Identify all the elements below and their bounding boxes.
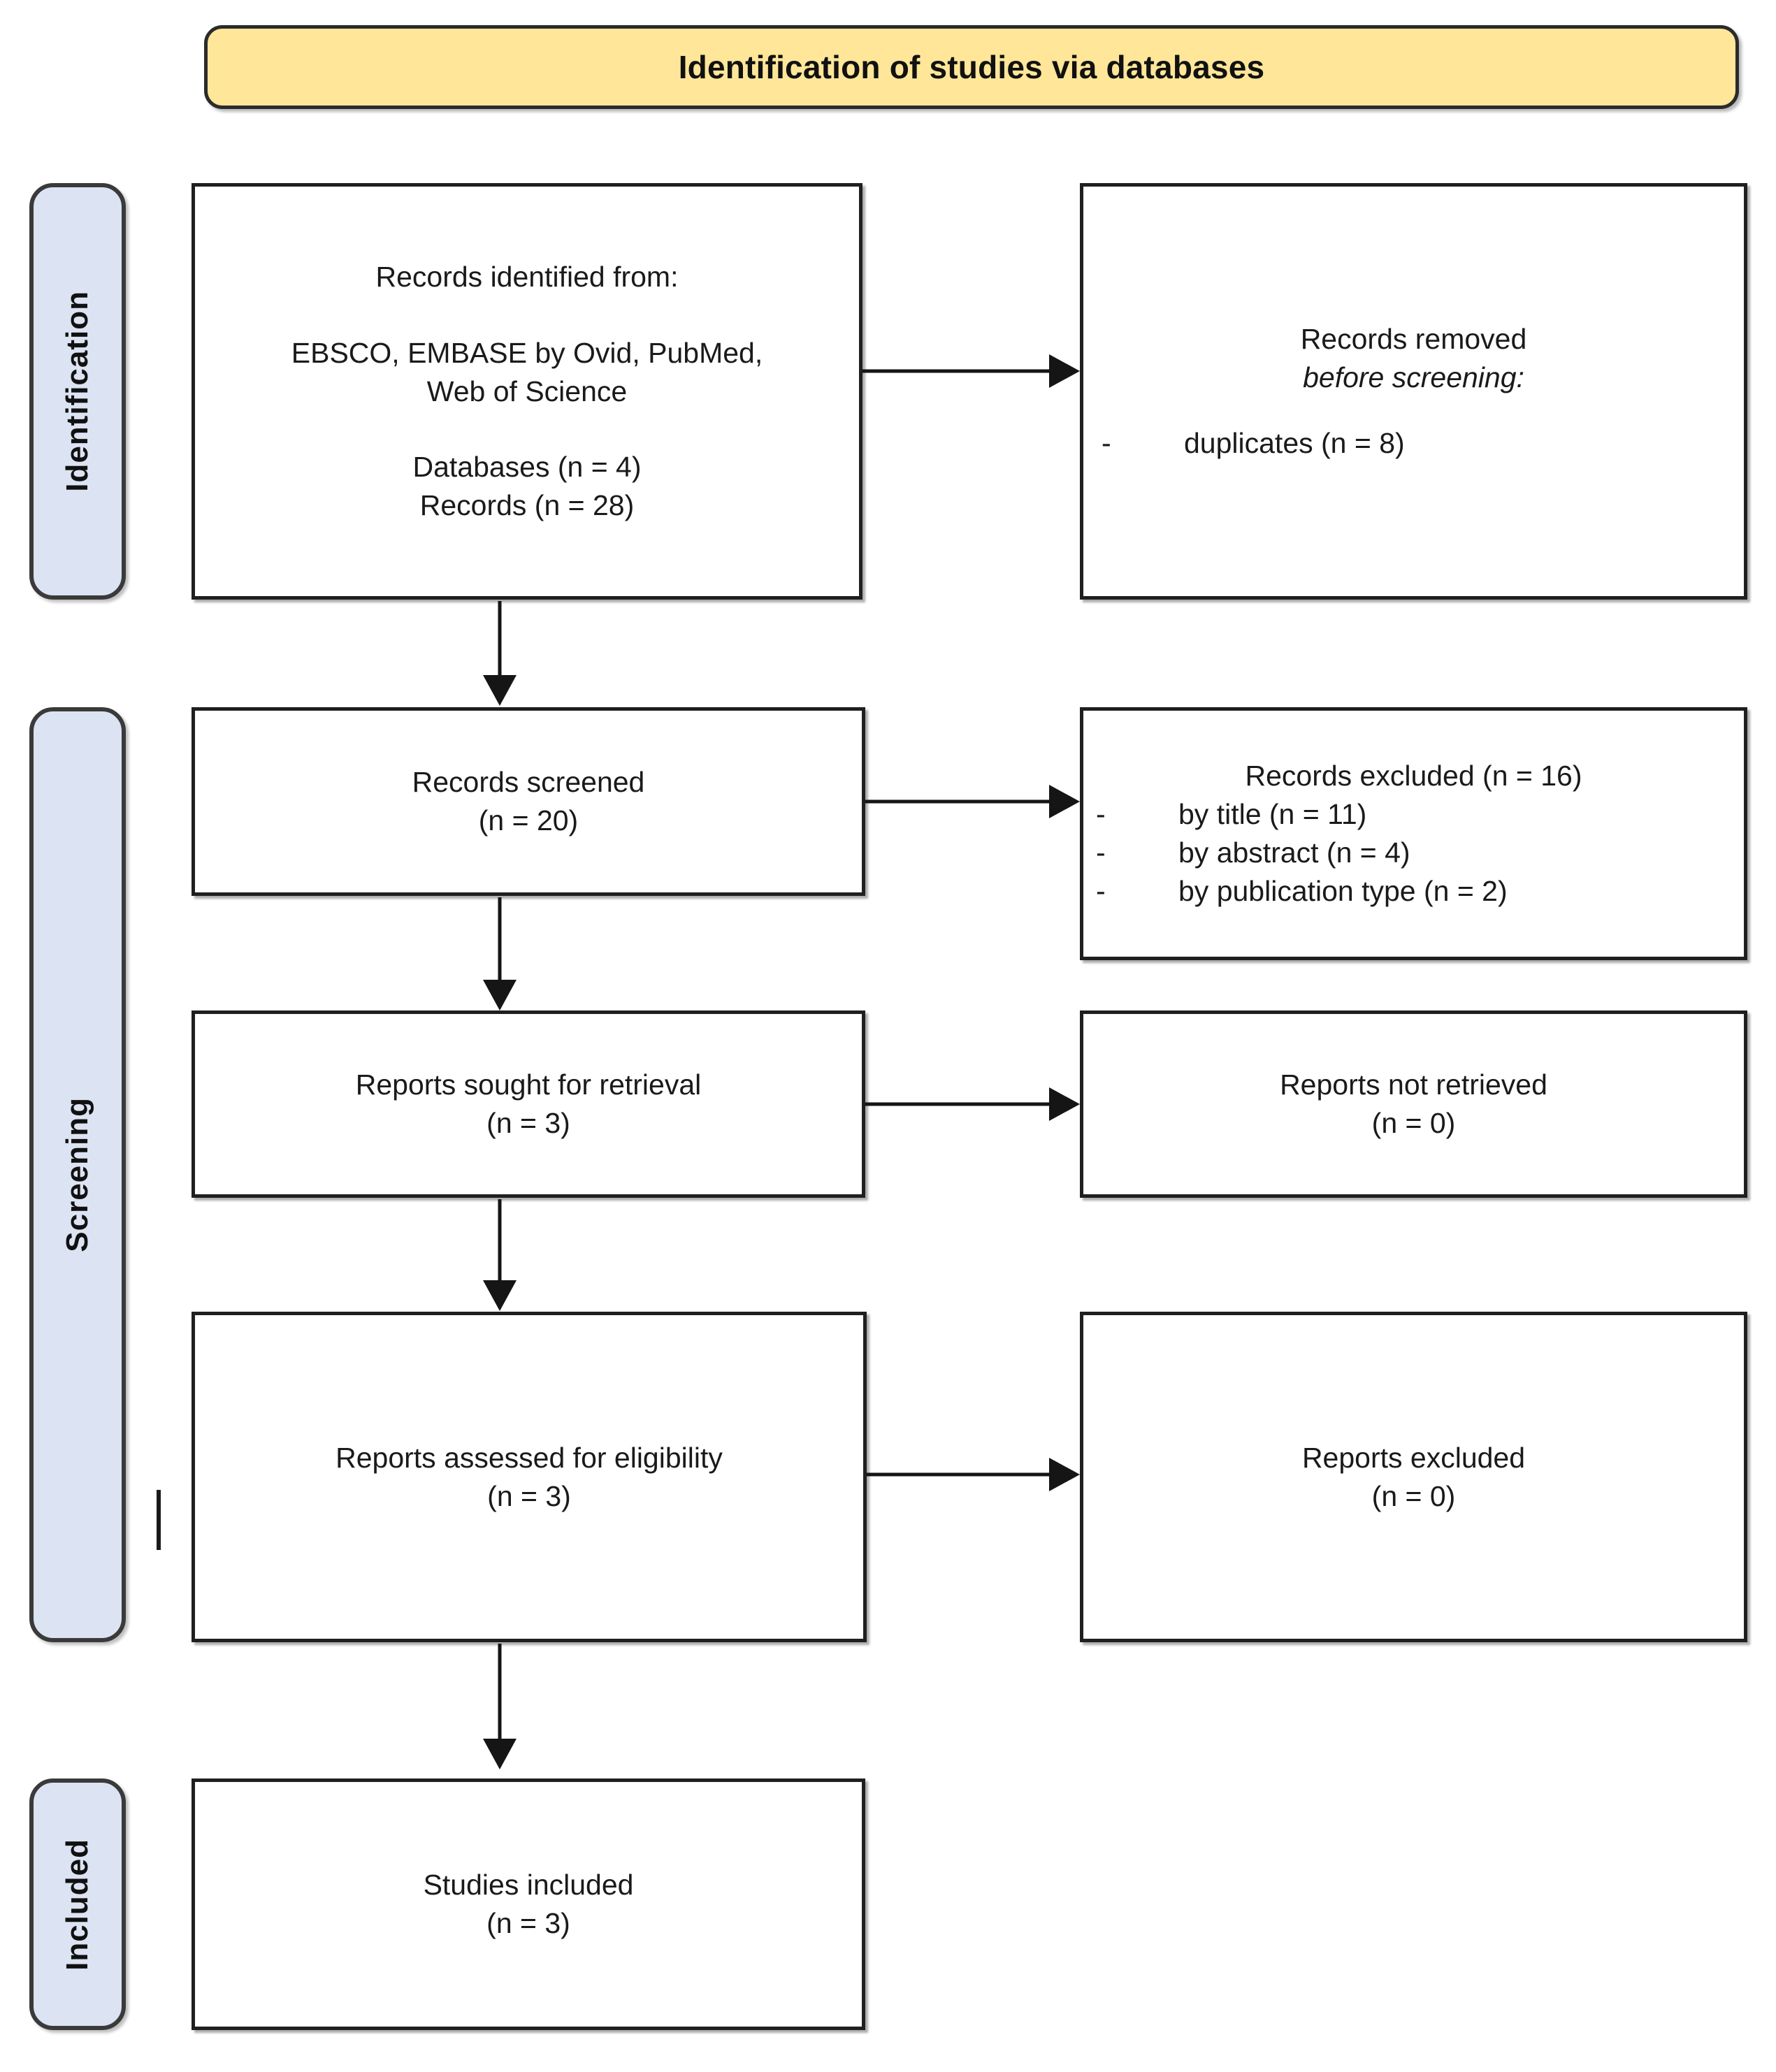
box-studies-included: Studies included (n = 3) <box>192 1778 865 2030</box>
bullet-text: duplicates (n = 8) <box>1184 427 1405 460</box>
records-screened-line-1: Records screened <box>412 766 645 799</box>
bullet-text: by abstract (n = 4) <box>1178 836 1410 869</box>
arrow-assessed-to-reports-excluded <box>867 1457 1080 1492</box>
studies-included-line-1: Studies included <box>423 1869 634 1901</box>
bullet-dash: - <box>1096 874 1106 907</box>
box-reports-excluded: Reports excluded (n = 0) <box>1080 1312 1747 1642</box>
arrow-assessed-to-included <box>482 1644 517 1769</box>
records-excluded-line-1: Records excluded (n = 16) <box>1245 760 1582 792</box>
reports-assessed-line-1: Reports assessed for eligibility <box>335 1441 723 1474</box>
list-item: - duplicates (n = 8) <box>1102 424 1726 463</box>
records-removed-bullets: - duplicates (n = 8) <box>1102 424 1726 463</box>
records-identified-line-2: EBSCO, EMBASE by Ovid, PubMed, <box>291 336 763 369</box>
records-identified-line-3: Web of Science <box>426 375 628 407</box>
bullet-dash: - <box>1096 798 1106 831</box>
reports-not-retrieved-line-1: Reports not retrieved <box>1280 1068 1547 1101</box>
arrow-identified-to-removed <box>862 354 1080 389</box>
records-identified-line-4: Databases (n = 4) <box>412 451 642 484</box>
reports-not-retrieved-line-2: (n = 0) <box>1371 1107 1456 1139</box>
bullet-text: by publication type (n = 2) <box>1178 874 1508 907</box>
stage-bar-screening: Screening <box>29 707 126 1642</box>
reports-assessed-line-2: (n = 3) <box>487 1479 571 1512</box>
stray-tick-artifact <box>157 1490 161 1550</box>
box-records-identified: Records identified from: EBSCO, EMBASE b… <box>192 183 862 600</box>
arrow-sought-to-not-retrieved <box>865 1087 1080 1122</box>
arrow-identified-to-screened <box>482 601 517 706</box>
bullet-text: by title (n = 11) <box>1178 798 1367 831</box>
box-records-screened: Records screened (n = 20) <box>192 707 865 896</box>
list-item: - by abstract (n = 4) <box>1096 834 1731 872</box>
diagram-title: Identification of studies via databases <box>678 49 1265 85</box>
records-identified-line-5: Records (n = 28) <box>419 489 635 522</box>
records-removed-line-2: before screening: <box>1303 361 1524 393</box>
box-reports-not-retrieved: Reports not retrieved (n = 0) <box>1080 1010 1747 1198</box>
reports-sought-line-1: Reports sought for retrieval <box>355 1068 702 1101</box>
reports-sought-line-2: (n = 3) <box>486 1107 570 1139</box>
box-reports-assessed: Reports assessed for eligibility (n = 3) <box>192 1312 867 1642</box>
diagram-header-banner: Identification of studies via databases <box>204 25 1739 109</box>
list-item: - by title (n = 11) <box>1096 795 1731 834</box>
reports-excluded-line-2: (n = 0) <box>1371 1479 1456 1512</box>
arrow-sought-to-assessed <box>482 1199 517 1311</box>
arrow-screened-to-sought <box>482 897 517 1010</box>
stage-label-included: Included <box>60 1838 94 1971</box>
reports-excluded-line-1: Reports excluded <box>1301 1441 1526 1474</box>
bullet-dash: - <box>1096 836 1106 869</box>
stage-bar-identification: Identification <box>29 183 126 600</box>
box-records-excluded: Records excluded (n = 16) - by title (n … <box>1080 707 1747 960</box>
records-identified-line-1: Records identified from: <box>375 260 679 293</box>
records-removed-line-1: Records removed <box>1300 322 1527 355</box>
bullet-dash: - <box>1102 427 1111 460</box>
records-screened-line-2: (n = 20) <box>478 804 579 836</box>
stage-bar-included: Included <box>29 1778 126 2030</box>
stage-label-screening: Screening <box>60 1097 94 1252</box>
box-records-removed: Records removed before screening: - dupl… <box>1080 183 1747 600</box>
studies-included-line-2: (n = 3) <box>486 1907 570 1939</box>
box-reports-sought: Reports sought for retrieval (n = 3) <box>192 1010 865 1198</box>
list-item: - by publication type (n = 2) <box>1096 872 1731 911</box>
records-excluded-bullets: - by title (n = 11) - by abstract (n = 4… <box>1096 795 1731 911</box>
stage-label-identification: Identification <box>60 291 94 492</box>
arrow-screened-to-excluded <box>865 784 1080 819</box>
